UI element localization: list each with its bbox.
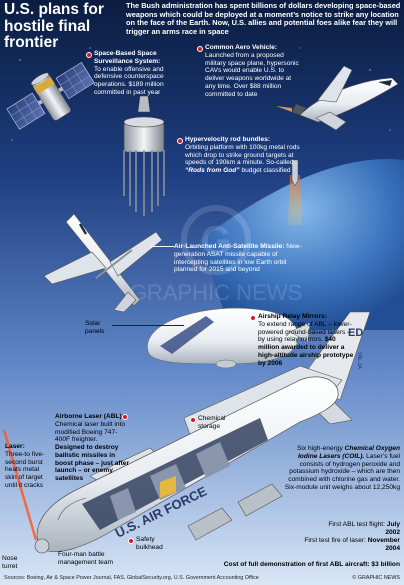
total-cost: Cost of full demonstration of first ABL … <box>223 561 400 568</box>
leader-line <box>112 325 184 326</box>
stars <box>11 47 391 141</box>
page-title: U.S. plans for hostile final frontier <box>4 1 104 52</box>
callout-coil: Six high-energy Chemical Oxygen Iodine L… <box>284 445 400 492</box>
intro-text: The Bush administration has spent billio… <box>126 1 401 36</box>
marker-dot <box>190 417 196 423</box>
falling-rod <box>288 159 302 225</box>
milestone-first-flight: First ABL test flight: July 2002 <box>320 521 400 537</box>
callout-cav-body: Launched from a proposed military space … <box>205 51 299 98</box>
callout-asat-missile: Air-Launched Anti-Satellite Missile: New… <box>174 243 302 274</box>
callout-surveillance-body: To enable offensive and defensive counte… <box>94 65 164 96</box>
label-solar-panels: Solar panels <box>85 320 105 335</box>
callout-laser-heading: Laser: <box>5 443 25 450</box>
tail-code: ED <box>348 327 363 339</box>
callout-airship-money: $40 million awarded to deliver a high-al… <box>258 336 354 367</box>
marker-dot <box>122 414 128 420</box>
earth-horizon <box>200 159 404 330</box>
callout-abl-body: Chemical laser built into modified Boein… <box>55 420 125 444</box>
callout-airship-mirrors: Airship Relay Mirrors: To extend range o… <box>258 313 354 367</box>
milestone-first-fire: First test fire of laser: November 2004 <box>300 537 400 553</box>
callout-asat-body: New-generation ASAT missile capable of i… <box>174 243 302 274</box>
watermark-text: GRAPHIC NEWS <box>130 280 302 305</box>
marker-dot <box>128 538 134 544</box>
marker-dot <box>250 315 256 321</box>
callout-surveillance: Space-Based Space Surveillance System: T… <box>94 50 186 97</box>
space-plane <box>276 65 399 131</box>
callout-airship-body: To extend range of ABL – lower-powered g… <box>258 320 352 344</box>
callout-airborne-laser: Airborne Laser (ABL): Chemical laser bui… <box>55 413 129 483</box>
airship <box>147 307 311 369</box>
tail-number: YAL-1A <box>356 352 362 370</box>
label-safety-bulkhead: Safety bulkhead <box>136 536 163 551</box>
milestone-first-flight-date: July 2002 <box>385 521 400 536</box>
label-battle-management-team: Four-man battle management team <box>58 551 113 566</box>
callout-abl-strong: Designed to destroy ballistic missiles i… <box>55 444 130 483</box>
callout-common-aero-vehicle: Common Aero Vehicle: Launched from a pro… <box>205 44 301 98</box>
copyright-credit: © GRAPHIC NEWS <box>352 575 400 581</box>
label-nose-turret: Nose turret <box>2 555 18 570</box>
callout-laser-body: Three-to five-second burst heats metal s… <box>5 450 45 489</box>
airborne-laser-747 <box>2 311 371 554</box>
milestone-first-flight-label: First ABL test flight: <box>328 521 385 528</box>
surveillance-satellite <box>6 61 95 130</box>
callout-rod-bundles: Hypervelocity rod bundles: Orbiting plat… <box>185 136 303 175</box>
marker-dot <box>177 138 183 144</box>
callout-surveillance-heading: Space-Based Space Surveillance System: <box>94 50 161 65</box>
callout-asat-heading: Air-Launched Anti-Satellite Missile: <box>174 243 285 250</box>
callout-coil-lead: Six high-energy <box>296 445 343 452</box>
callout-rods-tail: budget classified <box>241 167 291 175</box>
callout-coil-heading: Chemical Oxygen Iodine Lasers (COIL). <box>297 445 400 460</box>
svg-text:G: G <box>200 219 231 263</box>
marker-dot <box>86 52 92 58</box>
callout-cav-heading: Common Aero Vehicle: <box>205 44 277 51</box>
callout-rods-heading: Hypervelocity rod bundles: <box>185 136 271 143</box>
milestone-first-fire-date: November 2004 <box>367 537 400 552</box>
milestone-first-fire-label: First test fire of laser: <box>304 537 366 544</box>
watermark: G GRAPHIC NEWS <box>130 205 302 305</box>
sources-line: Sources: Boeing, Air & Space Power Journ… <box>4 575 259 581</box>
marker-dot <box>197 46 203 52</box>
label-chemical-storage: Chemical storage <box>198 415 226 430</box>
callout-abl-heading: Airborne Laser (ABL): <box>55 413 124 420</box>
fighter-jet-asat <box>43 213 163 313</box>
rod-bundle-platform <box>123 95 165 216</box>
leader-line <box>150 246 174 247</box>
callout-coil-body: Laser’s fuel consists of hydrogen peroxi… <box>284 452 400 491</box>
callout-laser: Laser: Three-to five-second burst heats … <box>5 443 49 490</box>
callout-rods-quote: “Rods from God” <box>185 167 240 175</box>
callout-airship-heading: Airship Relay Mirrors: <box>258 313 327 320</box>
callout-rods-body: Orbiting platform with 100kg metal rods … <box>185 143 300 167</box>
